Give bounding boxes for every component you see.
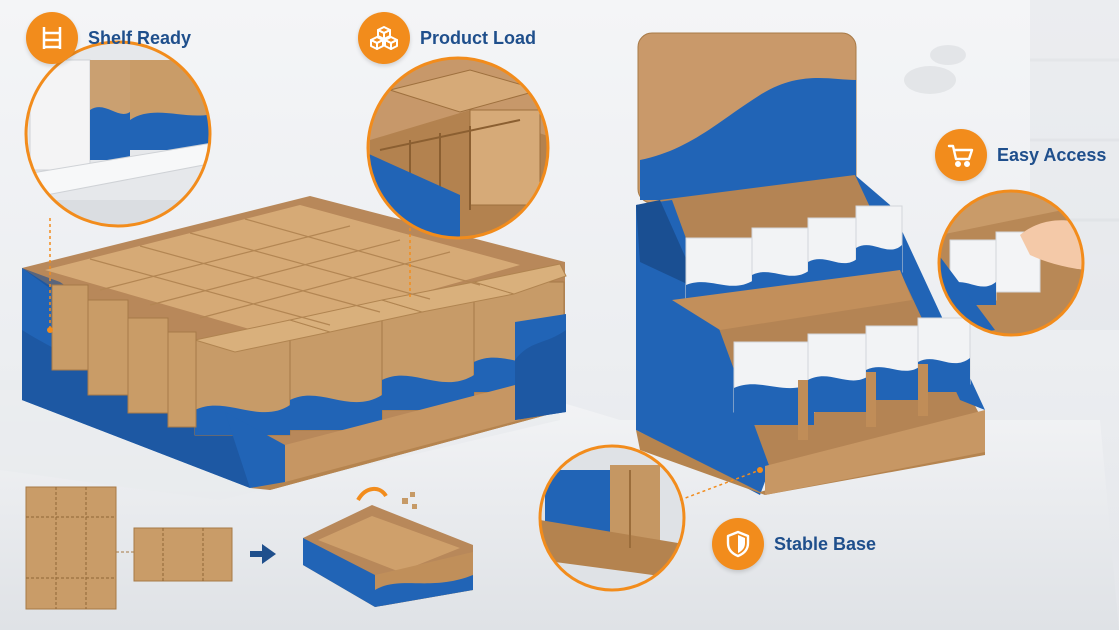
fold-arrow-icon bbox=[356, 487, 388, 502]
shield-icon bbox=[712, 518, 764, 570]
box-pieces-icon bbox=[402, 492, 417, 509]
countertop-display bbox=[636, 32, 985, 495]
boxes-icon bbox=[358, 12, 410, 64]
product-load-closeup bbox=[366, 56, 550, 240]
product-boxes-grid bbox=[45, 205, 567, 436]
flat-blank-small bbox=[133, 527, 233, 582]
flat-blank-large bbox=[25, 486, 117, 610]
shelf-ready-closeup bbox=[24, 40, 212, 228]
arrow-right-icon bbox=[250, 544, 276, 564]
folded-tray bbox=[303, 505, 473, 607]
callout-label: Shelf Ready bbox=[88, 27, 192, 48]
callout-stable-base: Stable Base bbox=[712, 518, 876, 570]
shelf-icon bbox=[26, 12, 78, 64]
callout-product-load: Product Load bbox=[358, 12, 536, 64]
cart-icon bbox=[935, 129, 987, 181]
callout-label: Stable Base bbox=[774, 533, 877, 554]
callout-easy-access: Easy Access bbox=[935, 129, 1106, 181]
display-bottom-tier-boxes bbox=[733, 317, 971, 440]
display-top-tier-boxes bbox=[672, 205, 912, 330]
callout-label: Easy Access bbox=[997, 144, 1107, 165]
callout-shelf-ready: Shelf Ready bbox=[26, 12, 191, 64]
callout-label: Product Load bbox=[420, 27, 536, 48]
shelf-ready-tray bbox=[22, 196, 567, 490]
stable-base-closeup bbox=[538, 444, 686, 592]
